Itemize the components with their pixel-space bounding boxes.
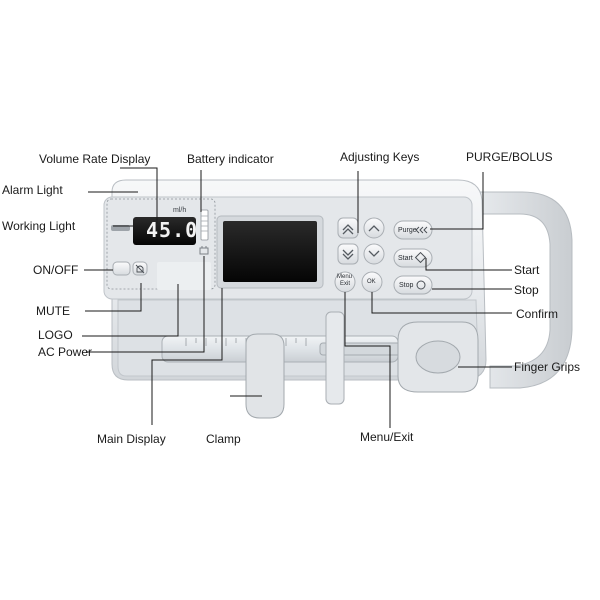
callout-adjusting-keys: Adjusting Keys [340,150,420,164]
menu-key-label[interactable]: Menu [337,274,353,280]
logo-area [157,262,211,290]
main-display [223,221,317,282]
plunger-holder [325,311,345,405]
clamp [245,333,285,419]
callout-alarm-light: Alarm Light [2,183,63,197]
callout-battery-indicator: Battery indicator [187,152,274,166]
callout-start: Start [514,263,540,277]
callout-purge-bolus: PURGE/BOLUS [466,150,553,164]
start-key [393,248,433,268]
adjust-key-glyphs [342,224,380,260]
purge-key [393,220,433,240]
purge-arrows-icon [415,226,428,234]
start-diamond-icon [414,251,427,264]
adjust-down-fast-key [337,243,359,265]
battery-indicator [200,209,209,241]
ok-key-label[interactable]: OK [367,279,376,285]
adjust-up-fast-key [337,217,359,239]
callout-finger-grips: Finger Grips [514,360,581,374]
adjust-up-key [363,217,385,239]
adjust-down-key [363,243,385,265]
callout-ac-power: AC Power [38,345,93,359]
stop-octagon-icon [416,280,426,290]
on-off-key [112,261,131,276]
callout-working-light: Working Light [2,219,76,233]
callout-main-display: Main Display [97,432,166,446]
callout-stop: Stop [514,283,539,297]
purge-key-label[interactable]: Purge [398,227,417,234]
stop-key [393,275,433,295]
callout-on-off: ON/OFF [33,263,79,277]
callout-logo: LOGO [38,328,73,342]
ac-power-icon [199,246,209,255]
mute-bell-icon [135,264,145,274]
exit-key-label[interactable]: Exit [340,281,351,287]
volume-rate-readout: 45.0 [146,218,199,242]
callout-menu-exit: Menu/Exit [360,430,414,444]
callout-mute: MUTE [36,304,70,318]
volume-rate-display-bezel [133,217,196,245]
callout-clamp: Clamp [206,432,241,446]
start-key-label[interactable]: Start [398,255,413,262]
leader-lines [82,167,512,428]
rate-unit-label: ml/h [173,207,187,214]
callout-confirm: Confirm [516,307,559,321]
stop-key-label[interactable]: Stop [399,282,414,289]
callout-volume-rate-display: Volume Rate Display [39,152,151,166]
